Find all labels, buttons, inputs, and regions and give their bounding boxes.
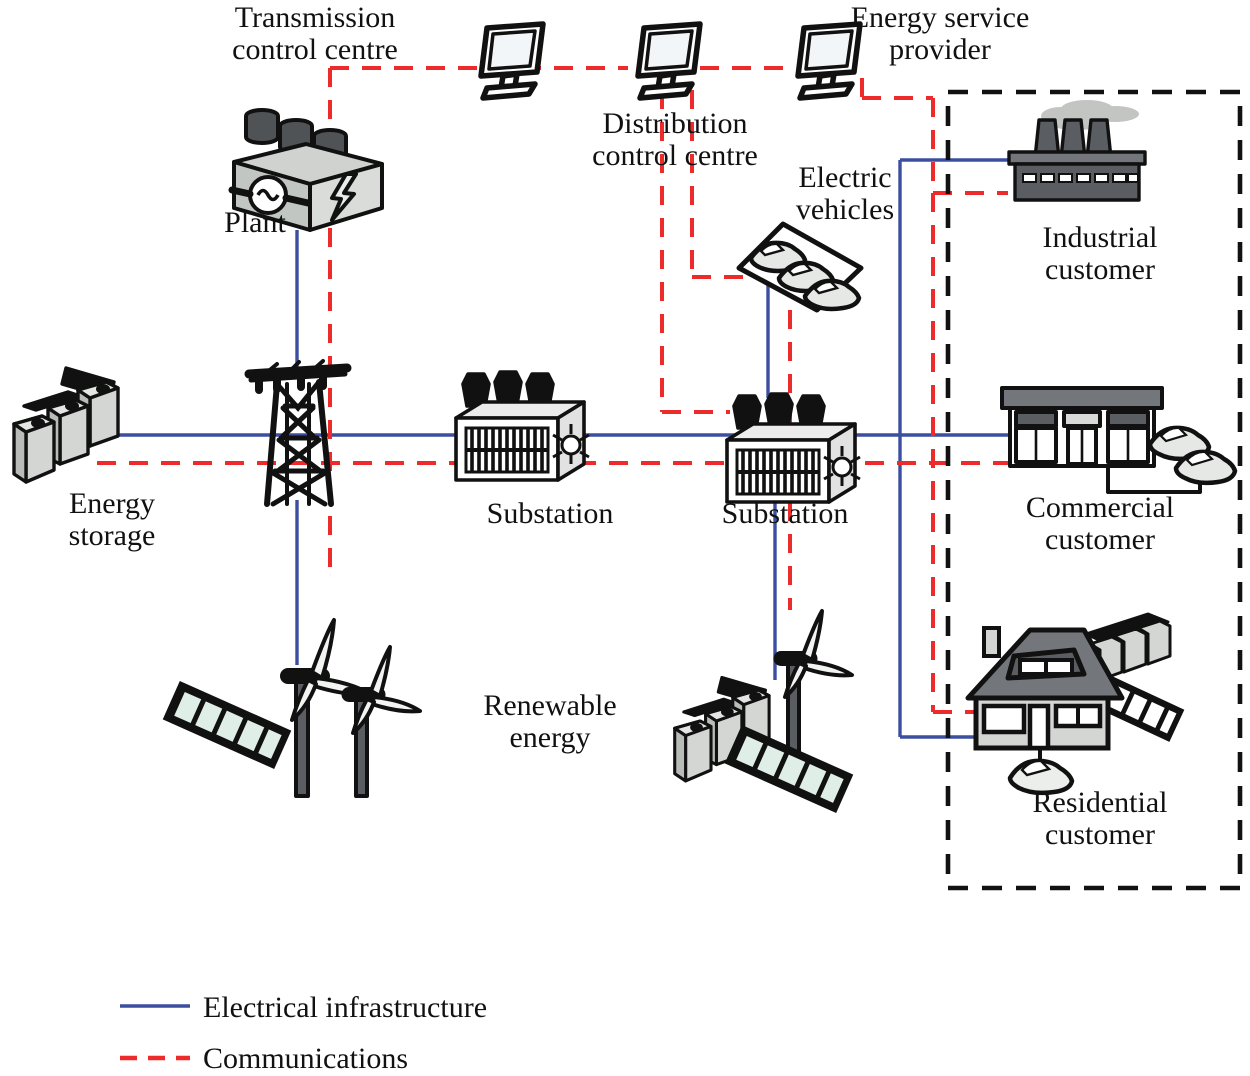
substation-right[interactable] [723,384,861,508]
wind-turbine-right[interactable] [768,596,868,776]
factory[interactable] [1003,100,1151,204]
legend-electrical-label: Electrical infrastructure [203,991,488,1024]
customer-domain-boundary [945,89,1243,891]
label-energy-service-provider: Energy service provider [850,1,1030,67]
monitor-distribution-control-centre[interactable] [630,21,710,101]
monitor-icon [478,21,546,101]
electric-vehicles-lot[interactable] [735,221,865,313]
solar-panel-icon [162,681,292,769]
solar-panel-right[interactable] [724,725,854,813]
label-electric-vehicles: Electric vehicles [795,161,895,227]
monitor-energy-service-provider[interactable] [790,21,870,101]
label-renewable-energy: Renewable energy [483,689,617,755]
power-plant-icon [228,108,384,232]
solar-panel-icon [724,725,854,813]
label-industrial-customer: Industrial customer [1042,221,1158,287]
substation-icon [454,370,590,482]
power-plant[interactable] [228,104,388,232]
monitor-icon [635,21,703,101]
label-residential-customer: Residential customer [1032,786,1168,852]
legend-swatches [120,1004,190,1061]
battery-bank-icon [12,366,120,484]
store-icon [1000,386,1238,494]
factory-icon [1007,100,1147,202]
monitor-icon [795,21,863,101]
label-transmission-control-centre: Transmission control centre [232,1,398,67]
wind-turbine-icon [341,645,422,798]
label-energy-storage: Energy storage [68,487,156,553]
battery-bank-left[interactable] [6,362,124,492]
label-plant: Plant [224,206,286,239]
transmission-tower-icon [244,359,352,507]
solar-panel-left[interactable] [162,681,292,769]
label-distribution-control-centre: Distribution control centre [592,107,758,173]
wind-turbine-short[interactable] [336,644,436,800]
label-commercial-customer: Commercial customer [1025,491,1175,557]
monitor-transmission-control-centre[interactable] [473,21,553,101]
house[interactable] [962,612,1192,796]
electric-vehicles-icon [736,221,864,313]
label-substation-distribution: Substation [721,497,849,530]
wind-turbine-icon [773,609,854,762]
store[interactable] [990,382,1238,500]
wind-turbine-icon [280,618,372,798]
house-icon [965,612,1185,796]
wind-turbine-tall[interactable] [272,614,384,800]
transmission-tower[interactable] [243,358,353,508]
substation-icon [725,392,861,504]
label-substation-transmission: Substation [486,497,614,530]
substation-left[interactable] [452,362,590,486]
legend-communications-label: Communications [203,1042,408,1075]
